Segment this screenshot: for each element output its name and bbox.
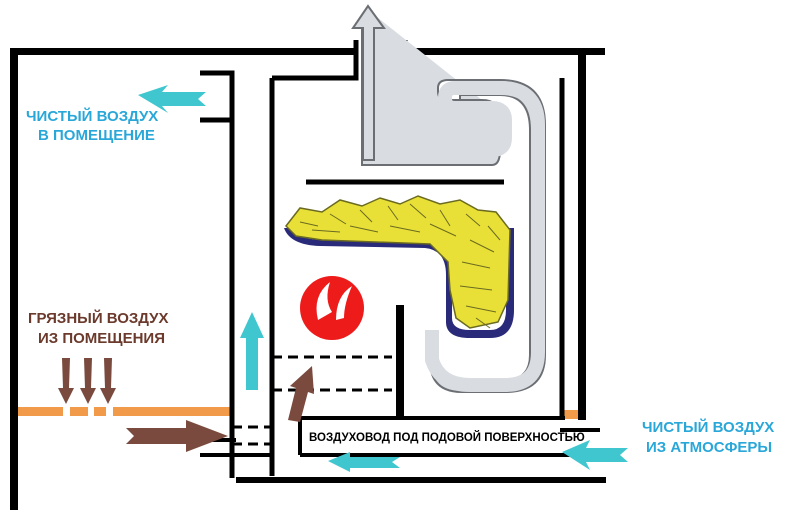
dirty-arrow-down-1 <box>58 358 74 404</box>
floor-left <box>18 407 63 416</box>
dirty-arrow-diagonal <box>288 366 314 422</box>
dirty-arrow-down-3 <box>100 358 116 404</box>
building-walls <box>10 48 606 510</box>
label-clean-air-outside-1: ЧИСТЫЙ ВОЗДУХ <box>642 418 774 436</box>
stove-casing <box>200 40 565 478</box>
label-clean-air-room-2: В ПОМЕЩЕНИЕ <box>38 127 155 144</box>
wall-left <box>10 48 18 510</box>
firebox-top <box>272 40 359 81</box>
stone-tray <box>284 228 514 338</box>
floor-gap-1 <box>70 407 88 416</box>
arrow-into-room <box>138 85 206 113</box>
label-dirty-air-1: ГРЯЗНЫЙ ВОЗДУХ <box>28 309 169 327</box>
dirty-arrow-down-2 <box>80 358 96 404</box>
dirty-arrow-right <box>126 420 228 452</box>
wall-top-right <box>405 48 605 55</box>
smoke-pipe-body <box>362 21 545 392</box>
chimney-arrow-up <box>351 4 386 161</box>
label-duct: ВОЗДУХОВОД ПОД ПОДОВОЙ ПОВЕРХНОСТЬЮ <box>309 431 585 444</box>
clean-air-arrows <box>138 85 628 472</box>
floor-middle <box>113 407 231 416</box>
dashed-lines <box>232 355 392 446</box>
label-clean-air-outside-2: ИЗ АТМОСФЕРЫ <box>646 439 772 456</box>
fire-icon <box>300 276 364 340</box>
wall-right <box>578 48 586 420</box>
label-clean-air-room-1: ЧИСТЫЙ ВОЗДУХ <box>26 107 158 125</box>
wall-bottom <box>236 477 606 483</box>
wall-top-left <box>10 48 356 55</box>
stone-texture <box>299 203 501 329</box>
arrow-duct-left <box>328 452 400 472</box>
stones <box>285 195 511 329</box>
floor-gap-2 <box>94 407 106 416</box>
arrow-up-casing <box>240 312 264 390</box>
label-dirty-air-2: ИЗ ПОМЕЩЕНИЯ <box>38 330 165 347</box>
floor-right <box>562 410 578 419</box>
arrow-from-outside <box>562 440 628 470</box>
dirty-air-arrows <box>58 358 314 452</box>
casing-outer <box>200 70 235 478</box>
